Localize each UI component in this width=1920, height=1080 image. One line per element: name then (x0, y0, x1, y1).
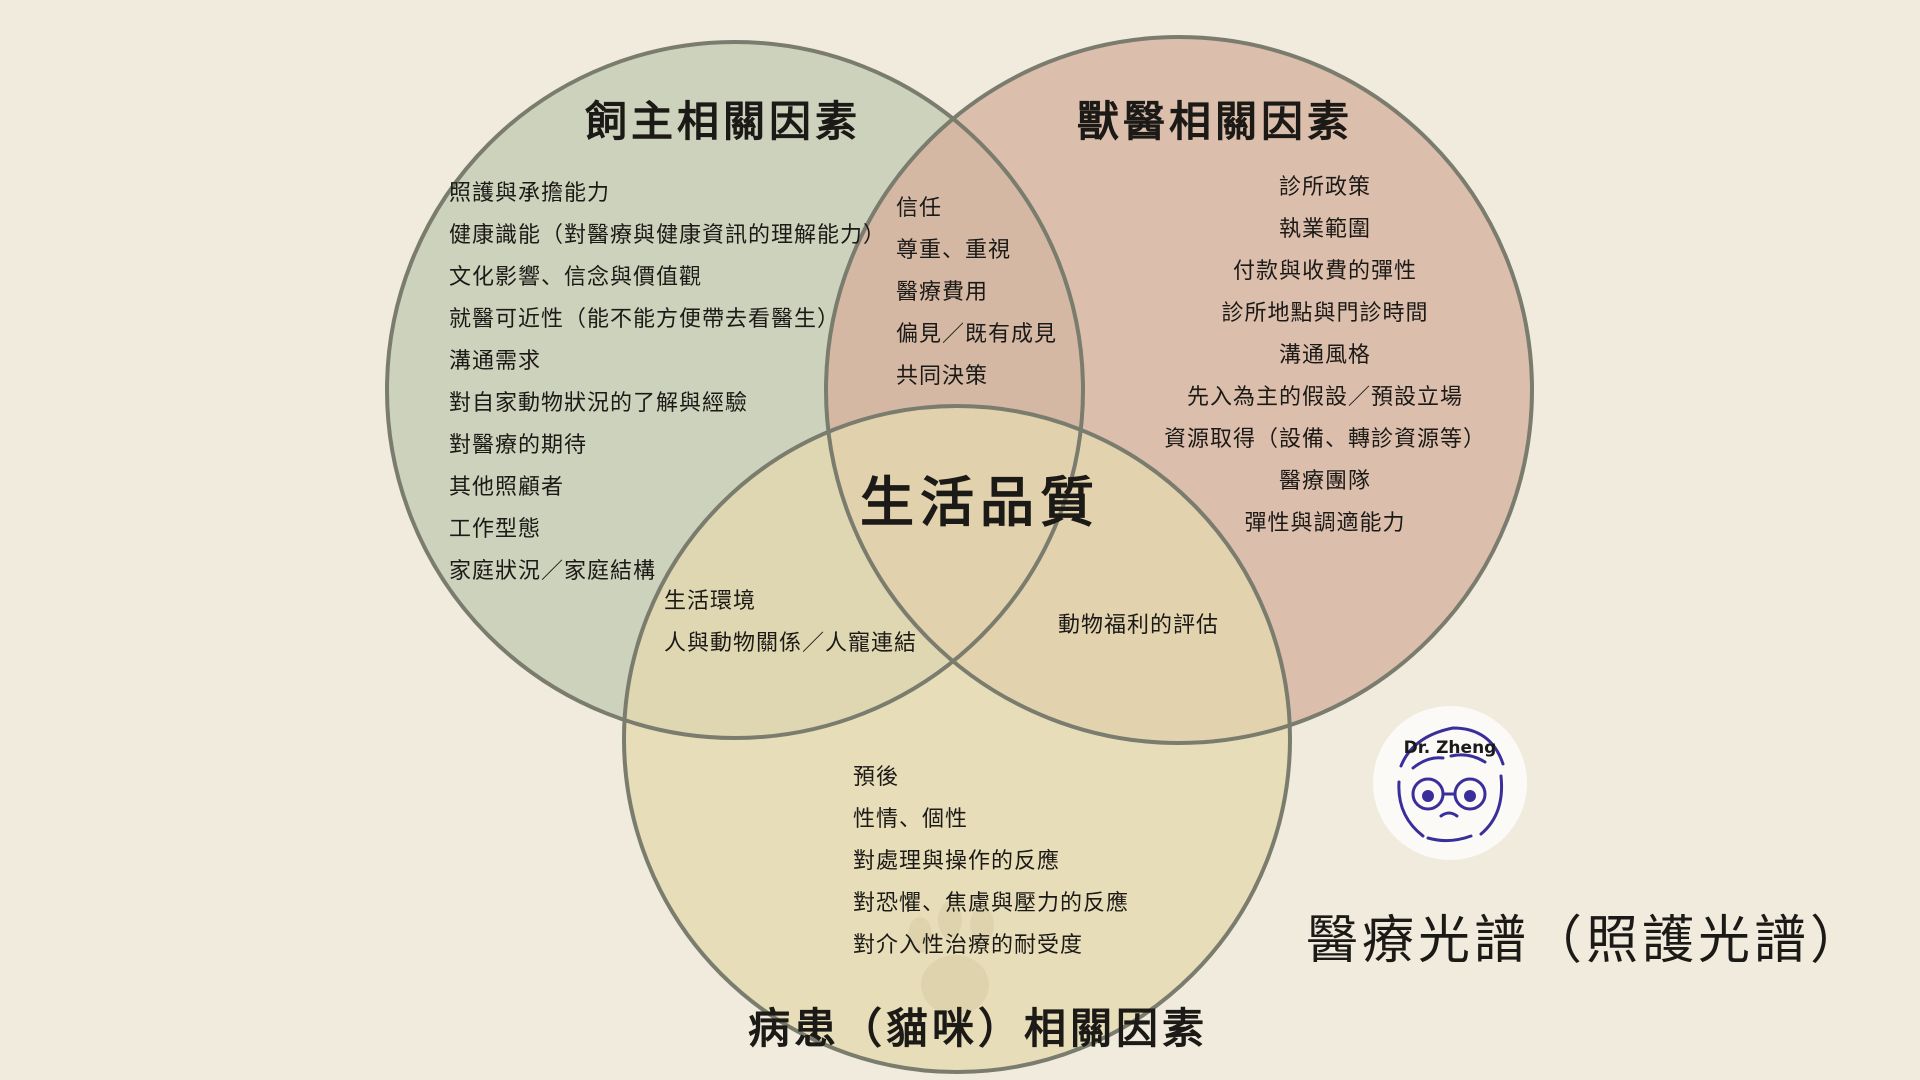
list-item: 偏見／既有成見 (896, 322, 1058, 347)
list-item: 對自家動物狀況的了解與經驗 (449, 391, 749, 416)
patient-factors-title: 病患（貓咪）相關因素 (748, 1004, 1209, 1053)
list-item: 家庭狀況／家庭結構 (449, 559, 657, 584)
list-item: 對介入性治療的耐受度 (853, 933, 1084, 958)
list-item: 尊重、重視 (896, 238, 1012, 263)
owner-patient-overlap-list: 生活環境 人與動物關係／人寵連結 (664, 581, 917, 665)
list-item: 資源取得（設備、轉診資源等） (1163, 427, 1486, 452)
list-item: 診所地點與門診時間 (1221, 301, 1429, 326)
list-item: 就醫可近性（能不能方便帶去看醫生） (449, 307, 841, 332)
paw-watermark-icon (908, 901, 994, 1015)
list-item: 對恐懼、焦慮與壓力的反應 (853, 891, 1130, 916)
list-item: 動物福利的評估 (1058, 613, 1220, 638)
cartoon-face-icon (1397, 726, 1505, 843)
list-item: 先入為主的假設／預設立場 (1186, 385, 1463, 410)
list-item: 文化影響、信念與價值觀 (449, 265, 703, 290)
list-item: 對處理與操作的反應 (853, 849, 1061, 874)
list-item: 工作型態 (449, 517, 542, 542)
list-item: 其他照顧者 (449, 475, 565, 500)
list-item: 醫療費用 (896, 280, 989, 305)
list-item: 對醫療的期待 (449, 433, 588, 458)
list-item: 執業範圍 (1278, 217, 1371, 242)
list-item: 生活環境 (664, 589, 757, 614)
owner-factors-title: 飼主相關因素 (585, 97, 862, 146)
list-item: 診所政策 (1278, 175, 1371, 200)
owner-vet-overlap-list: 信任 尊重、重視 醫療費用 偏見／既有成見 共同決策 (896, 188, 1057, 398)
dr-zheng-logo: Dr. Zheng (1373, 706, 1527, 860)
patient-factors-list: 預後 性情、個性 對處理與操作的反應 對恐懼、焦慮與壓力的反應 對介入性治療的耐… (853, 757, 1129, 967)
list-item: 溝通風格 (1278, 343, 1371, 368)
list-item: 溝通需求 (449, 349, 542, 374)
list-item: 付款與收費的彈性 (1232, 259, 1417, 284)
patient-circle (624, 406, 1290, 1072)
vet-factors-list: 診所政策 執業範圍 付款與收費的彈性 診所地點與門診時間 溝通風格 先入為主的假… (1150, 167, 1500, 545)
list-item: 共同決策 (896, 364, 989, 389)
medical-spectrum-label: 醫療光譜（照護光譜） (1306, 911, 1867, 971)
list-item: 醫療團隊 (1278, 469, 1371, 494)
logo-text: Dr. Zheng (1403, 738, 1497, 758)
vet-factors-title: 獸醫相關因素 (1077, 97, 1354, 146)
list-item: 信任 (896, 196, 943, 221)
owner-factors-list: 照護與承擔能力 健康識能（對醫療與健康資訊的理解能力） 文化影響、信念與價值觀 … (449, 173, 886, 593)
list-item: 健康識能（對醫療與健康資訊的理解能力） (449, 223, 887, 248)
list-item: 性情、個性 (853, 807, 969, 832)
vet-patient-overlap-list: 動物福利的評估 (1058, 605, 1219, 647)
list-item: 彈性與調適能力 (1244, 511, 1406, 536)
list-item: 照護與承擔能力 (449, 181, 611, 206)
list-item: 預後 (853, 765, 900, 790)
quality-of-life-label: 生活品質 (860, 471, 1100, 534)
list-item: 人與動物關係／人寵連結 (664, 631, 918, 656)
